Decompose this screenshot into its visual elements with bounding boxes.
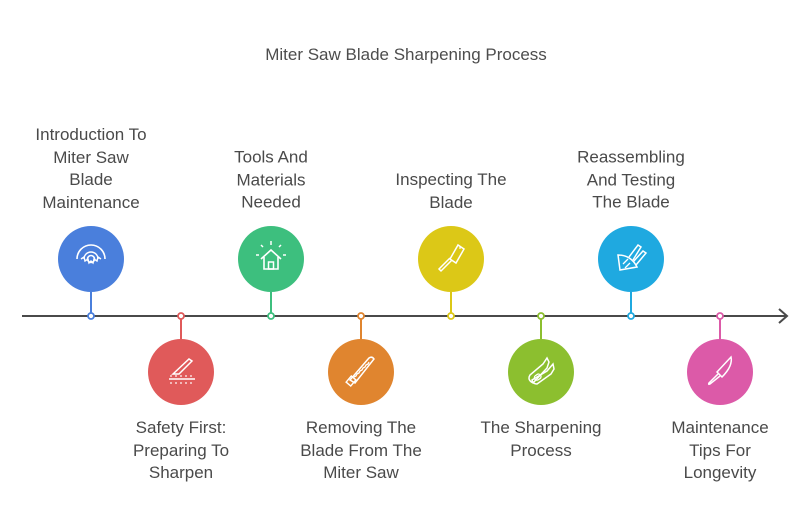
step-label-line: Tips For: [689, 440, 751, 460]
step-label-line: Reassembling: [577, 147, 685, 167]
step-label-line: Maintenance: [671, 418, 769, 437]
step-label-line: Inspecting The: [395, 170, 507, 189]
step-label-line: Removing The: [305, 418, 417, 437]
timeline-marker: [627, 312, 635, 320]
timeline-marker: [87, 312, 95, 320]
step-label: Safety First: Preparing To Sharpen: [106, 417, 256, 485]
step-label-line: Needed: [241, 192, 301, 212]
timeline-marker: [716, 312, 724, 320]
step-label-line: Maintenance: [42, 192, 140, 212]
timeline-marker: [357, 312, 365, 320]
timeline-marker: [177, 312, 185, 320]
step-icon-circle: [238, 226, 304, 292]
hand-saw-icon: [341, 350, 381, 395]
step-icon-circle: [148, 339, 214, 405]
step-label-line: Tools And: [234, 147, 308, 167]
step-label-line: Blade: [429, 192, 473, 212]
step-label-line: Blade From The: [300, 440, 422, 460]
step-icon-circle: [687, 339, 753, 405]
step-label-line: Process: [510, 440, 572, 460]
chef-knife-icon: [700, 350, 740, 395]
step-label-line: Sharpen: [148, 463, 214, 482]
snips-icon: [521, 350, 561, 395]
step-label-line: Blade: [69, 170, 113, 189]
step-icon-circle: [328, 339, 394, 405]
step-label-line: Preparing To: [132, 440, 230, 460]
step-icon-circle: [598, 226, 664, 292]
knife-cutting-icon: [161, 350, 201, 395]
diagram-title: Miter Saw Blade Sharpening Process: [265, 45, 547, 64]
scraper-icon: [611, 237, 651, 282]
step-label-line: Introduction To: [35, 125, 147, 144]
house-icon: [251, 237, 291, 282]
timeline-marker: [267, 312, 275, 320]
step-label-line: Miter Saw: [323, 463, 399, 482]
timeline-marker: [537, 312, 545, 320]
saw-blade-icon: [71, 237, 111, 282]
cleaver-icon: [431, 237, 471, 282]
step-label-line: Miter Saw: [53, 147, 129, 167]
step-label-line: Safety First:: [135, 418, 227, 437]
step-icon-circle: [418, 226, 484, 292]
timeline-arrow-icon: [778, 308, 789, 324]
step-label-line: The Blade: [592, 192, 670, 212]
step-label-line: The Sharpening: [480, 418, 602, 437]
step-icon-circle: [508, 339, 574, 405]
timeline-marker: [447, 312, 455, 320]
step-label-line: Longevity: [683, 463, 757, 482]
step-icon-circle: [58, 226, 124, 292]
step-label-line: And Testing: [586, 170, 676, 189]
step-label-line: Materials: [236, 170, 306, 189]
